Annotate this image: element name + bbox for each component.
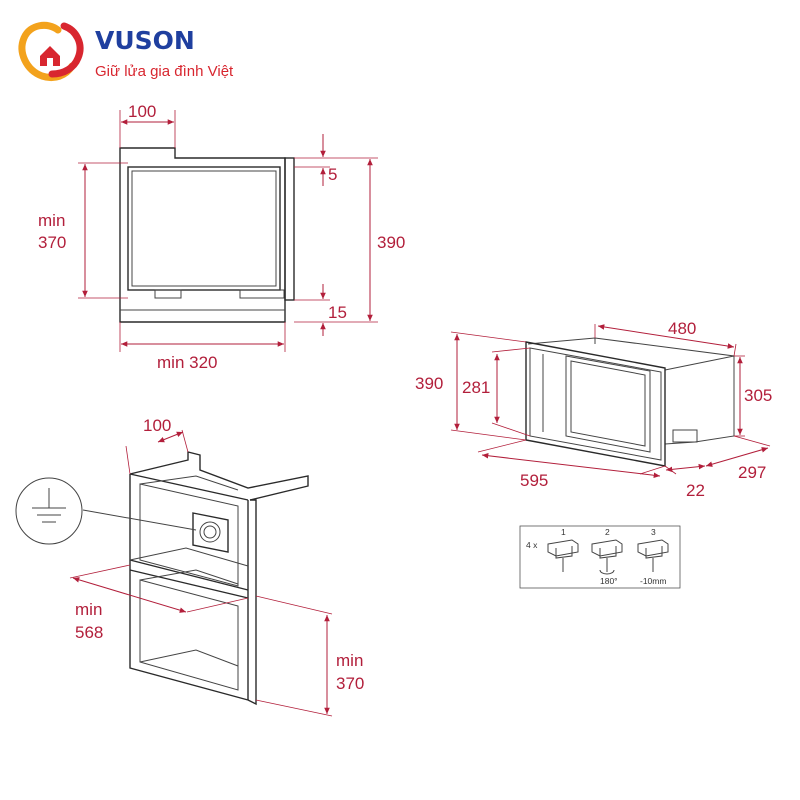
brand-header: VUSON Giữ lửa gia đình Việt (18, 21, 234, 82)
cabinet-min-height-word: min (336, 651, 363, 670)
install-step-1-number: 1 (561, 527, 566, 537)
vuson-logo-icon (18, 21, 84, 82)
cabinet-isometric-view: 100 min 568 min 370 (15, 416, 364, 717)
install-step-3-number: 3 (651, 527, 656, 537)
side-min-height-word: min (38, 211, 65, 230)
side-min-height-value: 370 (38, 233, 66, 252)
cabinet-min-width-word: min (75, 600, 102, 619)
cabinet-top-offset-label: 100 (143, 416, 171, 435)
product-width-label: 595 (520, 471, 548, 490)
side-bottom-gap-label: 15 (328, 303, 347, 322)
product-body-height-label: 305 (744, 386, 772, 405)
brand-tagline: Giữ lửa gia đình Việt (95, 63, 234, 80)
product-door-height-label: 281 (462, 378, 490, 397)
product-height-label: 390 (415, 374, 443, 393)
product-depth-label: 480 (668, 319, 696, 338)
bracket-step-1-icon (547, 539, 579, 572)
install-step-2-caption: 180° (600, 576, 618, 586)
cabinet-min-height-value: 370 (336, 674, 364, 693)
side-section-view: 100 min 370 390 5 15 min 320 (38, 102, 405, 372)
install-multiplier: 4 x (526, 540, 538, 550)
install-step-3-caption: -10mm (640, 576, 666, 586)
side-min-depth-label: min 320 (157, 353, 217, 372)
product-body-depth-label: 297 (738, 463, 766, 482)
product-frame-depth-label: 22 (686, 481, 705, 500)
bracket-rotate-step-2-icon (591, 539, 623, 575)
side-top-offset-label: 100 (128, 102, 156, 121)
install-steps-panel: 4 x 1 2 180° 3 -10mm (519, 525, 681, 589)
side-top-gap-label: 5 (328, 165, 337, 184)
cabinet-min-width-value: 568 (75, 623, 103, 642)
product-isometric-view: 390 281 480 305 595 22 297 (415, 319, 772, 500)
ground-symbol-icon (15, 477, 83, 545)
install-step-2-number: 2 (605, 527, 610, 537)
brand-name: VUSON (95, 26, 195, 55)
side-total-height-label: 390 (377, 233, 405, 252)
bracket-adjust-step-3-icon (637, 539, 669, 572)
